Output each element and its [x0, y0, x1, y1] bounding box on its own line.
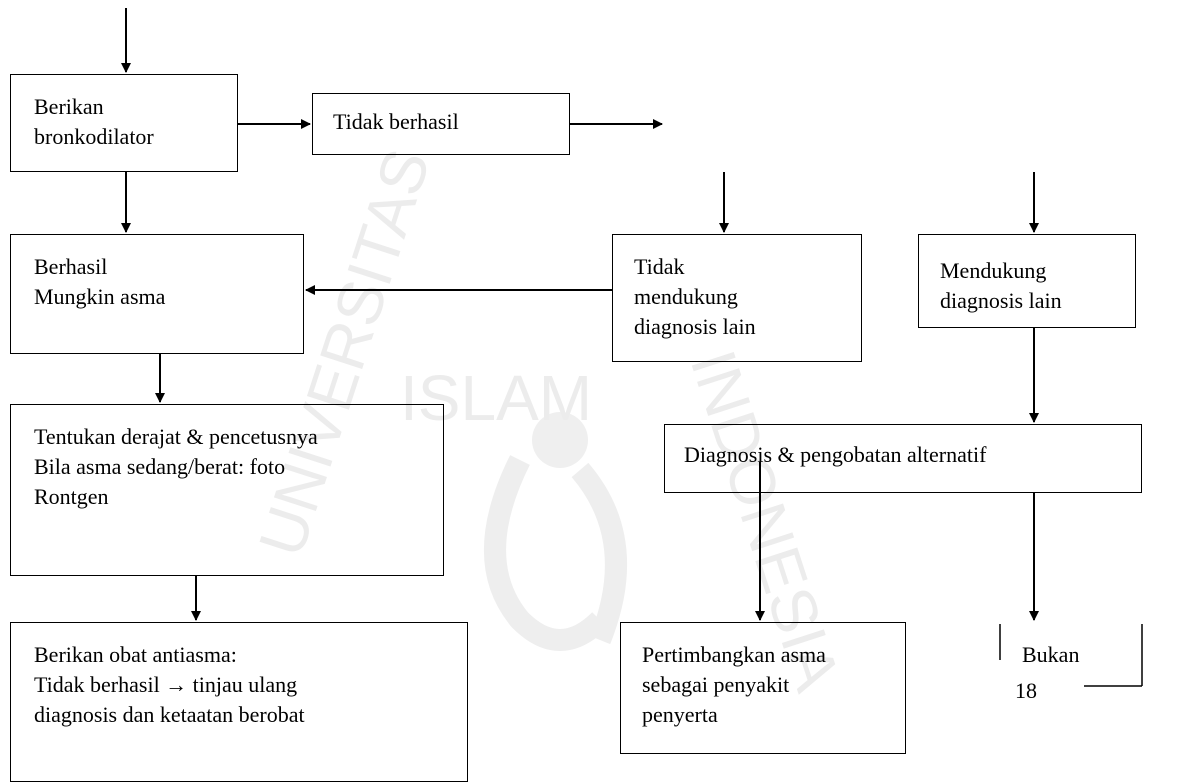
node-tidak-mendukung-box [612, 234, 862, 362]
watermark-dot [532, 412, 588, 468]
node-bronkodilator-text: Berikan bronkodilator [34, 94, 154, 149]
node-diagnosis-alternatif-box [664, 424, 1142, 493]
node-mendukung-text: Mendukung diagnosis lain [940, 258, 1062, 313]
node-tentukan-box [10, 404, 444, 576]
node-pertimbangkan-box [620, 622, 906, 754]
node-bronkodilator-box [10, 74, 238, 172]
node-tentukan-text: Tentukan derajat & pencetusnya Bila asma… [34, 424, 318, 509]
page-number: 18 [1015, 678, 1037, 703]
node-mendukung-box [918, 234, 1136, 328]
node-tidak-berhasil-box [312, 93, 570, 155]
node-tidak-berhasil-text: Tidak berhasil [333, 109, 459, 134]
node-berhasil-box [10, 234, 304, 354]
node-bukan-text: Bukan [1022, 642, 1080, 667]
watermark-top-text: ISLAM [400, 362, 592, 434]
node-tidak-mendukung-text: Tidak mendukung diagnosis lain [634, 254, 756, 339]
node-berhasil-text: Berhasil Mungkin asma [34, 254, 166, 309]
bukan-box-partial [999, 624, 1143, 687]
watermark-emblem [484, 455, 627, 651]
node-pertimbangkan-text: Pertimbangkan asma sebagai penyakit peny… [642, 642, 826, 727]
node-diagnosis-alternatif-text: Diagnosis & pengobatan alternatif [684, 442, 987, 467]
node-obat-antiasma-text: Berikan obat antiasma: Tidak berhasil → … [34, 642, 305, 727]
